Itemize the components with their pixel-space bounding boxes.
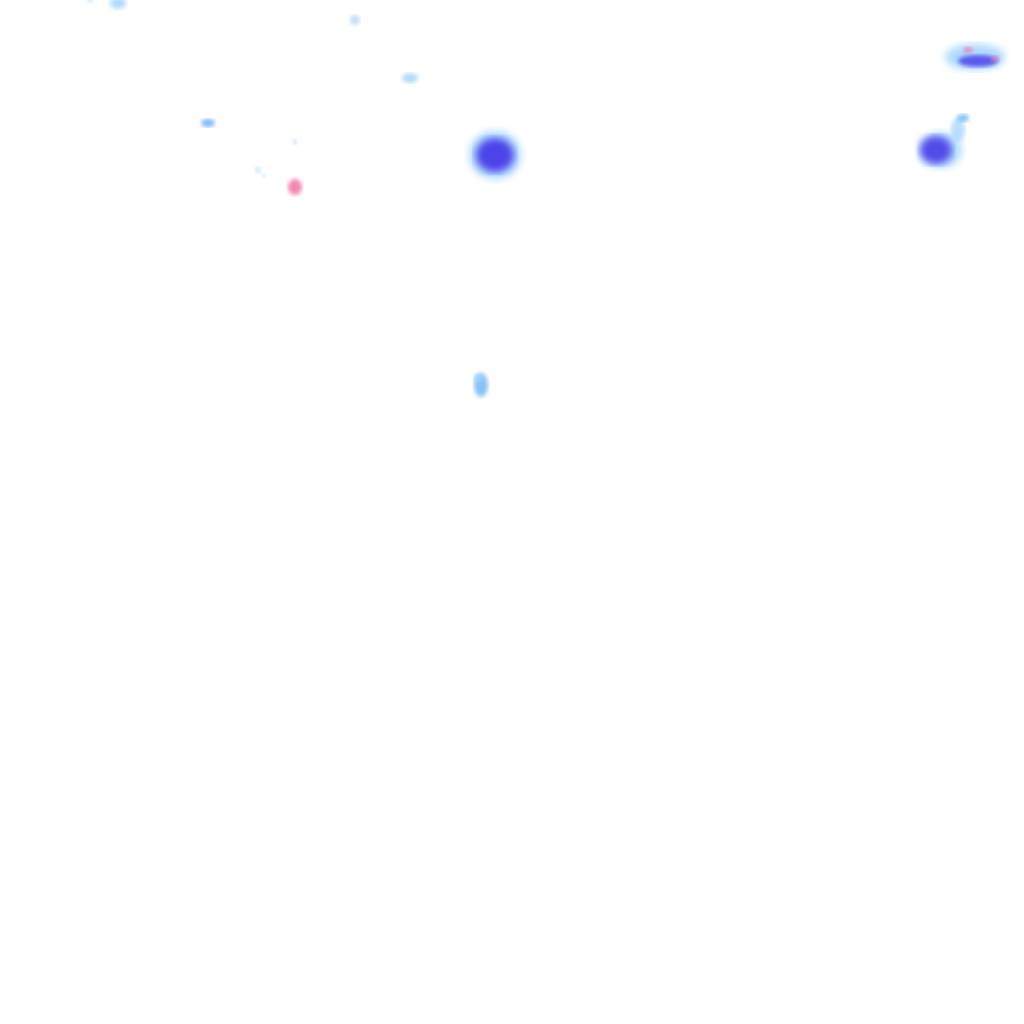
precipitation-cell-light — [110, 0, 126, 9]
precipitation-cell-mixed — [288, 179, 302, 195]
precipitation-cell-mixed — [991, 56, 999, 62]
precipitation-cell-mixed — [963, 47, 973, 53]
precipitation-cell-light — [474, 374, 482, 382]
precipitation-cell-heavy — [920, 136, 952, 164]
precipitation-cell-moderate — [201, 119, 215, 127]
precipitation-cell-light — [87, 0, 93, 3]
precipitation-cell-light — [255, 167, 261, 173]
precipitation-cell-light — [402, 73, 418, 83]
precipitation-cell-moderate — [957, 114, 969, 122]
precipitation-cell-heavy — [958, 55, 998, 67]
precipitation-cell-heavy — [476, 138, 514, 172]
precipitation-cell-light — [951, 118, 965, 142]
precipitation-cell-light — [293, 139, 297, 145]
precipitation-cell-light — [262, 174, 266, 178]
precipitation-cell-light — [350, 15, 360, 25]
